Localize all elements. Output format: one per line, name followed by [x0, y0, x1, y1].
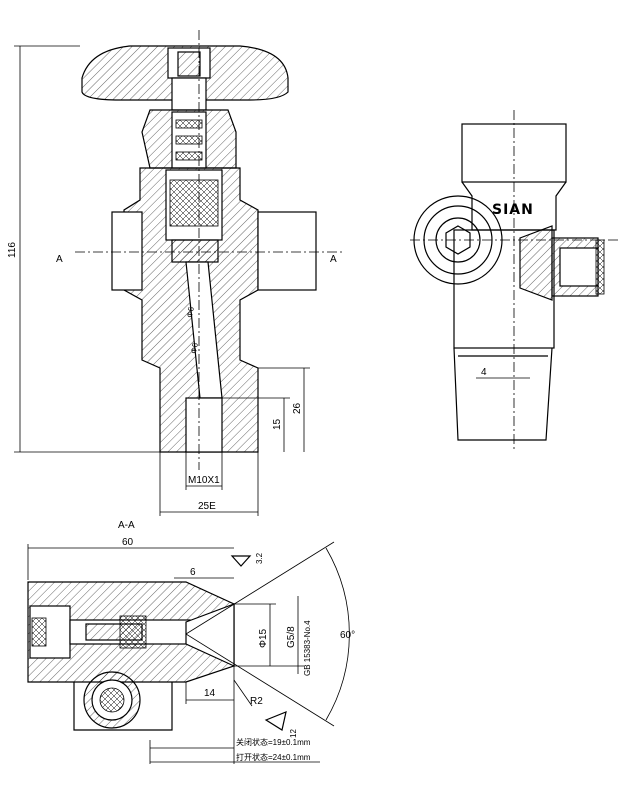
note-closed: 关闭状态=19±0.1mm — [236, 737, 311, 747]
dim-60-label: 60 — [122, 537, 134, 548]
side-view: SIAN 4 — [410, 110, 620, 452]
valve-seat — [171, 239, 219, 263]
brand-logo: SIAN — [492, 202, 534, 218]
dim-6-label: 6 — [190, 567, 196, 578]
stem-upper — [171, 77, 207, 111]
phi-upper-label: Φ6 — [185, 306, 196, 319]
hub-nut — [177, 51, 201, 77]
standard-label: GB 15383-No.4 — [303, 620, 312, 676]
section-title: A-A — [118, 520, 135, 531]
section-aa-view: A-A 60 3.2 6 Φ15 G5/8 GB 15383-No.4 — [27, 520, 355, 764]
dim-15-label: 15 — [272, 418, 283, 430]
surface-finish-icon-2 — [264, 711, 287, 731]
o-ring-1 — [175, 119, 203, 129]
plug-left — [31, 617, 47, 647]
bottom-bore — [185, 397, 223, 453]
label-4: 4 — [481, 367, 487, 378]
front-section-view: 116 A A Φ6 Φ6 26 15 M10X1 25E — [7, 30, 345, 516]
seal-block — [119, 615, 147, 649]
g58-label: G5/8 — [286, 626, 297, 648]
r2-label: R2 — [250, 696, 263, 707]
dim-14-label: 14 — [204, 688, 216, 699]
section-mark-right: A — [330, 254, 337, 265]
right-port — [257, 211, 317, 291]
dim-26-label: 26 — [292, 402, 303, 414]
thread-label: M10X1 — [188, 475, 220, 486]
side-taper — [453, 347, 553, 441]
note-open: 打开状态=24±0.1mm — [236, 752, 311, 762]
left-port — [111, 211, 143, 291]
lower-port-core — [99, 687, 125, 713]
hex-socket-icon — [445, 225, 471, 255]
seal-packing — [169, 179, 219, 227]
relief-body — [519, 225, 553, 301]
phi-lower-label: Φ6 — [189, 342, 200, 355]
overall-height-label: 116 — [7, 242, 18, 258]
relief-nut — [595, 239, 605, 295]
bottom-width-label: 25E — [198, 501, 216, 512]
o-ring-2 — [175, 135, 203, 145]
lower-boss — [73, 682, 173, 731]
angle-arc — [325, 547, 350, 721]
surface-finish-icon — [230, 555, 252, 567]
angle-60-label: 60° — [340, 630, 355, 641]
o-ring-3 — [175, 151, 203, 161]
relief-cavity — [559, 247, 599, 287]
dim-3.2-label: 3.2 — [255, 552, 264, 564]
cone-line-upper — [185, 541, 335, 635]
phi15-label: Φ15 — [258, 628, 269, 648]
cone-line-lower — [185, 633, 335, 727]
dim-12-label: 12 — [289, 729, 298, 738]
r2-leader — [233, 679, 253, 707]
section-mark-left: A — [56, 254, 63, 265]
